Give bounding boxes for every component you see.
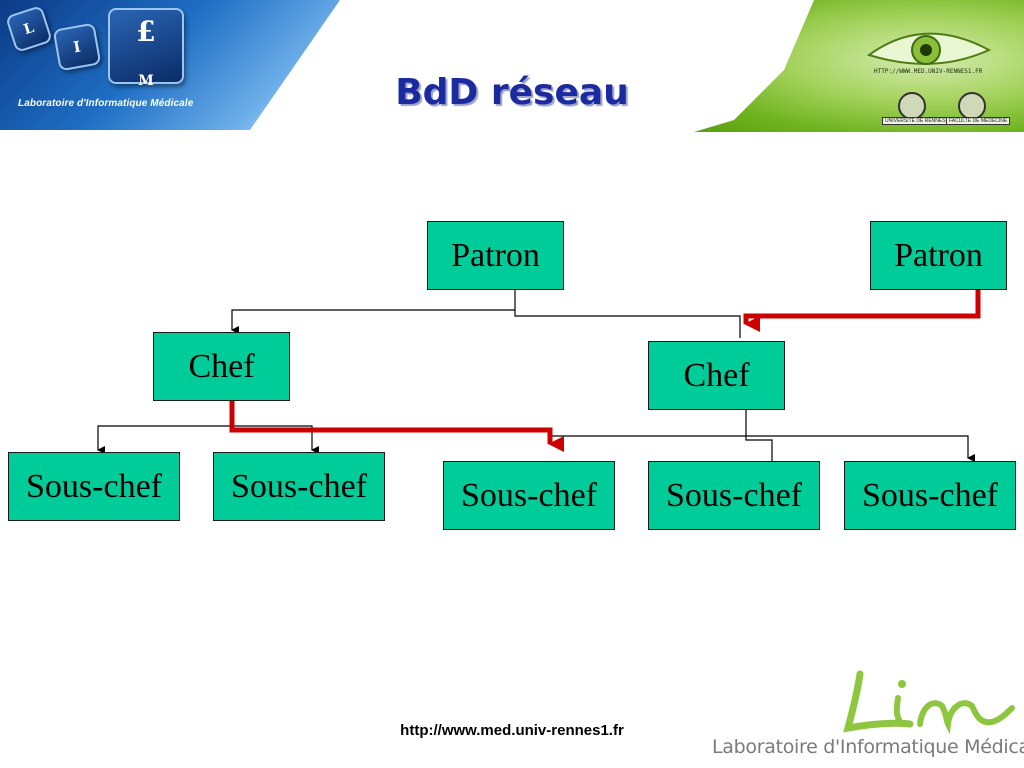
edge-patron1-chef1 xyxy=(231,290,516,334)
edge-chef2-souschef5 xyxy=(548,408,968,458)
university-seal-icon xyxy=(898,92,926,120)
node-chef-2: Chef xyxy=(648,341,785,410)
header-url: HTTP://WWW.MED.UNIV-RENNES1.FR xyxy=(874,68,983,75)
faculty-seal-icon xyxy=(958,92,986,120)
page-title: BdD réseau xyxy=(395,72,629,113)
node-patron-1: Patron xyxy=(427,221,564,290)
node-sous-chef-2: Sous-chef xyxy=(213,452,385,521)
eye-icon xyxy=(866,32,992,65)
key-pound-icon: £M xyxy=(108,8,184,88)
node-patron-2: Patron xyxy=(870,221,1007,290)
edge-patron2-chef2-highlight xyxy=(743,290,981,332)
node-sous-chef-3: Sous-chef xyxy=(443,461,615,530)
header-banner-left: L I £M Laboratoire d'Informatique Médica… xyxy=(0,0,340,130)
node-sous-chef-1: Sous-chef xyxy=(8,452,180,521)
node-chef-1: Chef xyxy=(153,332,290,401)
edge-chef1-souschef2 xyxy=(232,425,319,454)
edge-chef1-souschef3-highlight xyxy=(229,400,564,452)
faculty-seal-label: FACULTÉ DE MÉDECINE xyxy=(946,117,1011,125)
node-sous-chef-4: Sous-chef xyxy=(648,461,820,530)
edge-chef1-souschef1 xyxy=(97,400,233,454)
footer-lab-name: Laboratoire d'Informatique Médicale xyxy=(712,736,1024,758)
footer-url-link[interactable]: http://www.med.univ-rennes1.fr xyxy=(400,722,624,739)
edge-chef2-souschef4 xyxy=(745,436,779,470)
header-banner-right: HTTP://WWW.MED.UNIV-RENNES1.FR UNIVERSIT… xyxy=(694,0,1024,132)
lim-logo-icon xyxy=(843,670,1015,735)
edge-patron1-chef2 xyxy=(514,310,741,338)
header-lab-name: Laboratoire d'Informatique Médicale xyxy=(18,98,194,109)
node-sous-chef-5: Sous-chef xyxy=(844,461,1016,530)
